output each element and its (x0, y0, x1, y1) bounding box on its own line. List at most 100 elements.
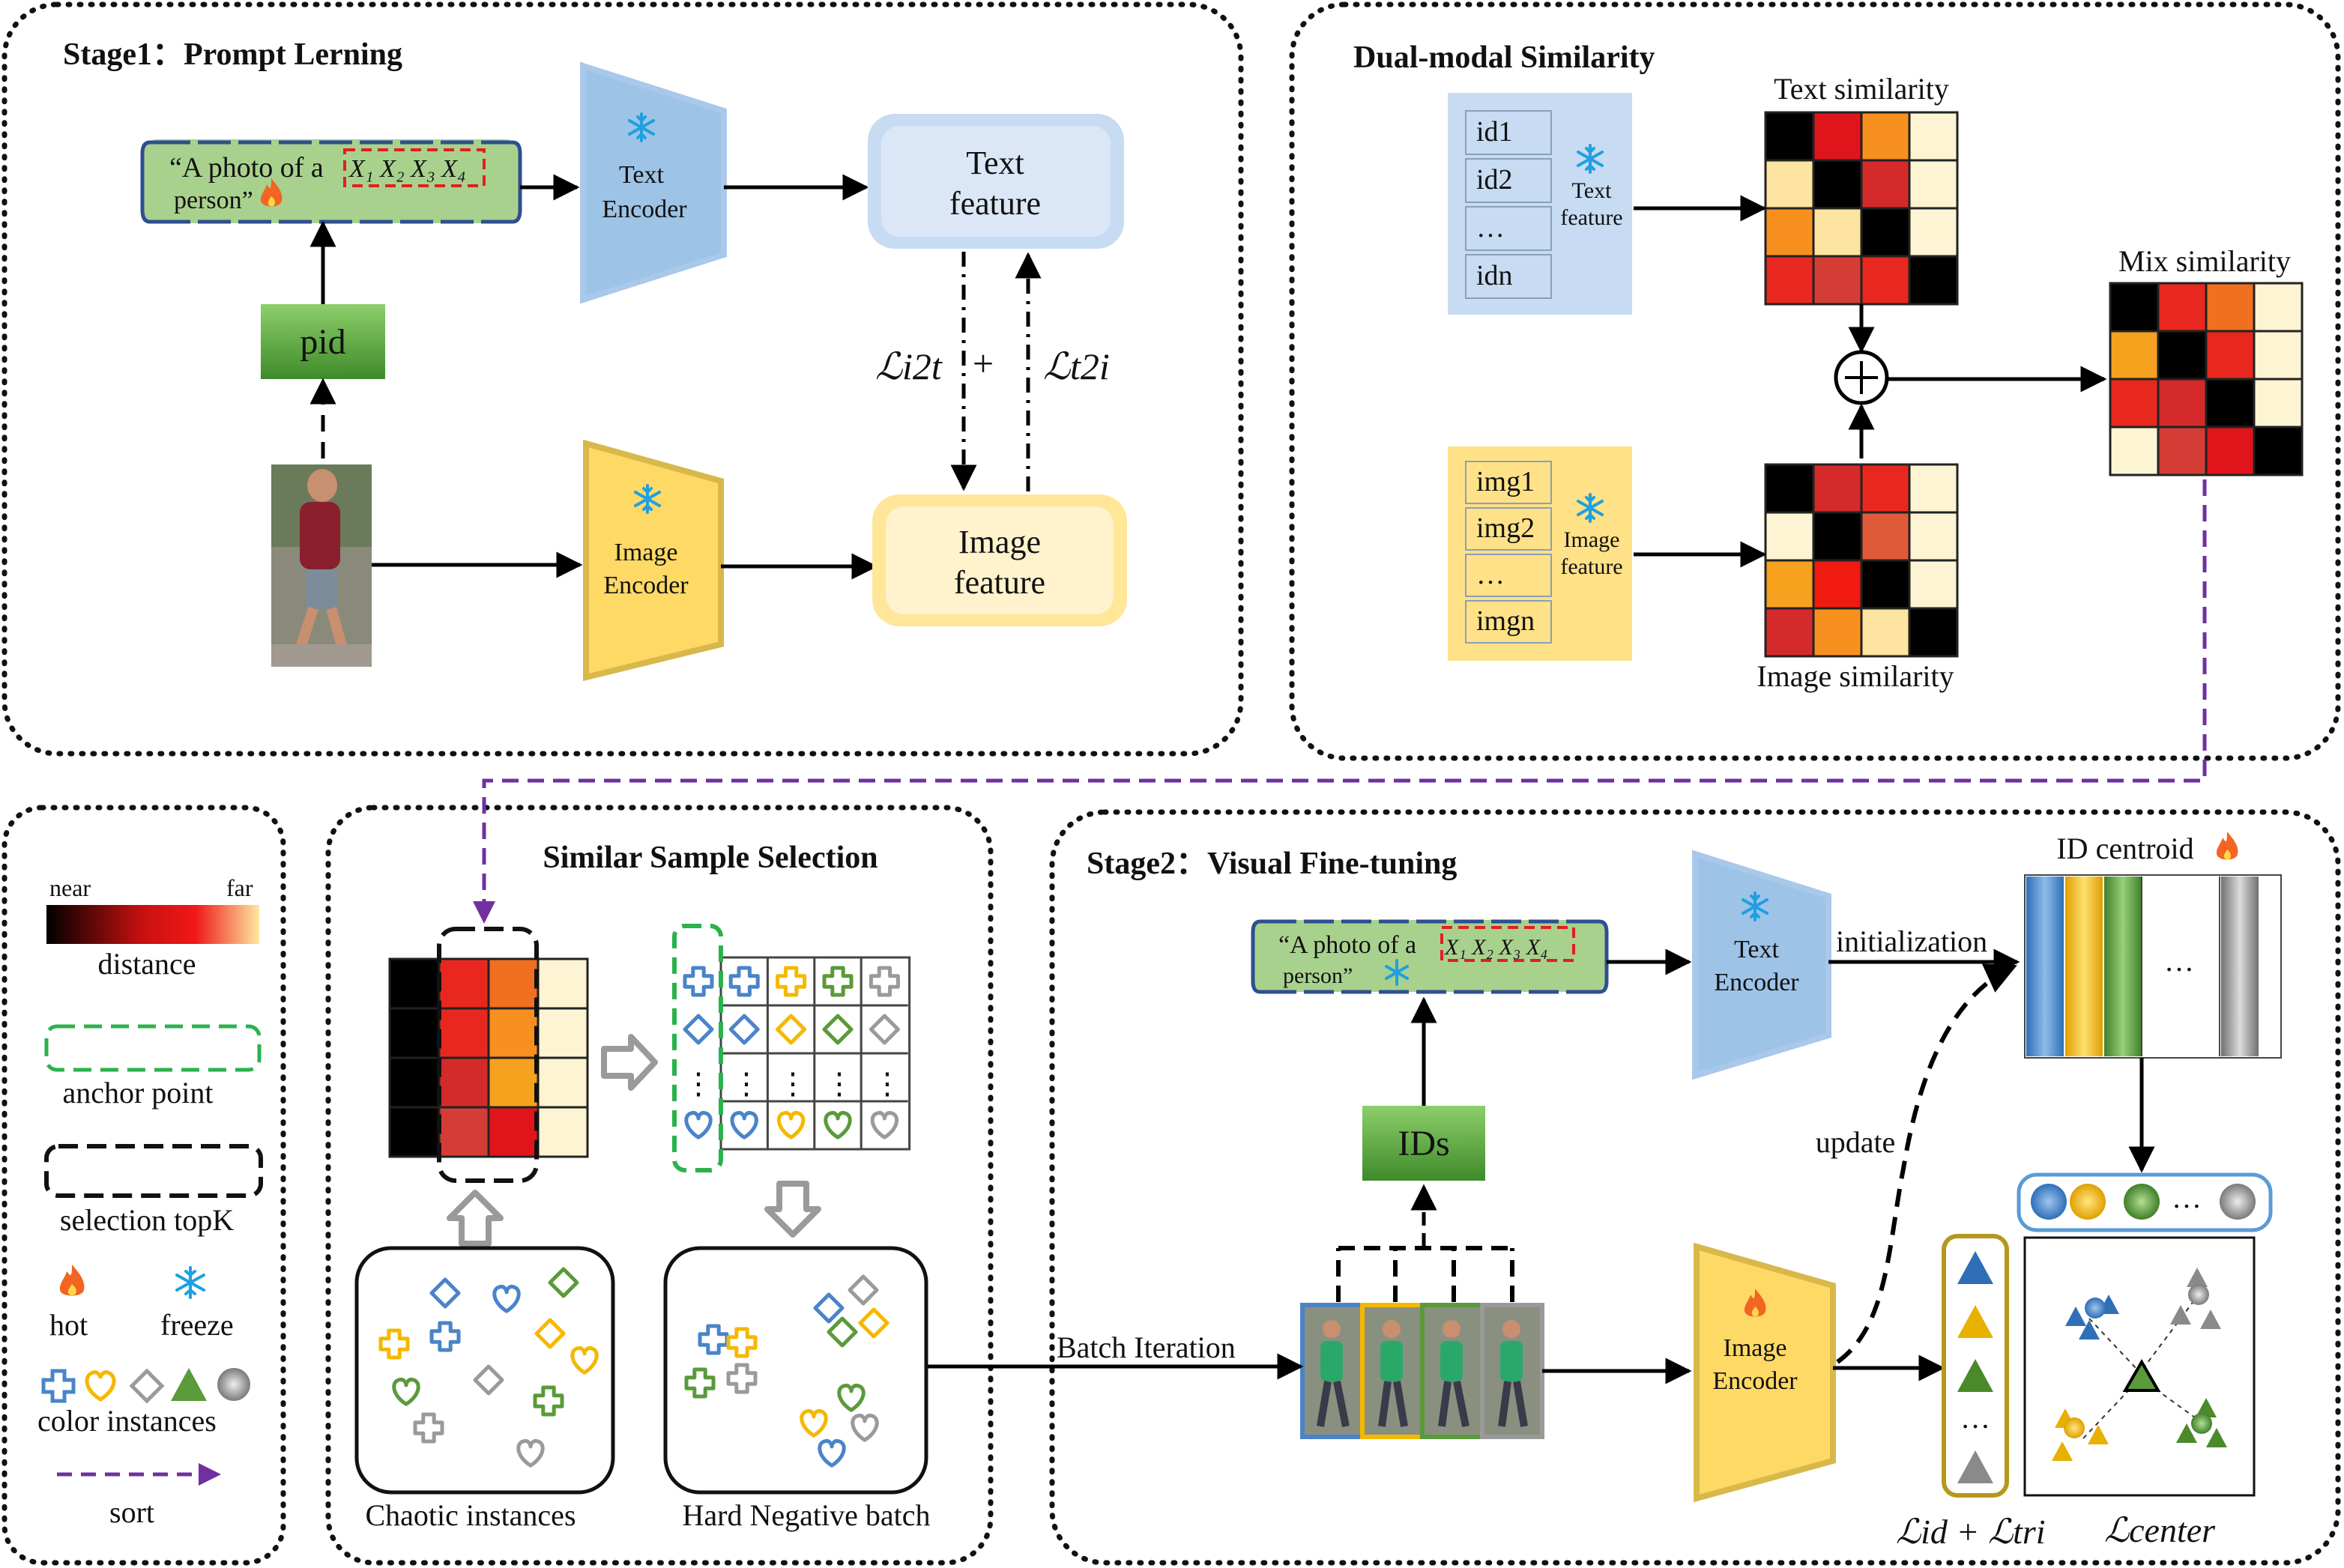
mix-similarity-cell (2253, 378, 2304, 429)
legend-near: near (49, 874, 91, 901)
stage2-title: Stage2：Visual Fine-tuning (1087, 847, 1457, 881)
legend-anchor-point: anchor point (62, 1076, 213, 1110)
img-cell (1465, 461, 1552, 504)
image-similarity-matrix (1764, 463, 1959, 658)
dual-image-feature-line1: Image (1564, 527, 1620, 552)
cross-shape (683, 966, 714, 997)
text-similarity-cell (1764, 111, 1815, 162)
cross-shape (728, 966, 760, 997)
heart-shape (837, 1383, 866, 1412)
image-similarity-cell (1764, 463, 1815, 514)
stage1-prompt-box (140, 139, 522, 224)
text-similarity-cell (1860, 159, 1911, 210)
mix-similarity-cell (2205, 282, 2256, 333)
plus-circle-icon (1834, 350, 1889, 405)
stage2-image-encoder (1694, 1242, 1836, 1503)
stage1-image-encoder-line1: Image (614, 539, 678, 566)
img-cell (1465, 554, 1552, 597)
image-similarity-cell (1860, 607, 1911, 658)
text-similarity-cell (1764, 255, 1815, 306)
triangle-ellipsis: … (1960, 1401, 1990, 1435)
legend-far: far (226, 874, 253, 901)
stage1-text-encoder-line2: Encoder (602, 196, 687, 223)
distance-gradient-bar (46, 905, 259, 944)
anchor-point-box (672, 924, 723, 1172)
image-similarity-cell (1812, 607, 1863, 658)
heart-shape (776, 1110, 806, 1139)
legend-hot: hot (49, 1308, 88, 1342)
diamond-shape (776, 1014, 807, 1045)
img-cell (1465, 600, 1552, 644)
person-image (271, 464, 372, 667)
dual-image-feature-line2: feature (1560, 554, 1622, 579)
heart-shape (870, 1110, 899, 1139)
snowflake-icon (1385, 959, 1409, 986)
stage1-text-feature-inner (881, 126, 1111, 237)
img-item: imgn (1476, 605, 1535, 637)
stage1-image-feature-line1: Image (958, 524, 1041, 560)
heart-shape (570, 1345, 599, 1375)
rank-similarity-cell (487, 957, 540, 1010)
stage2-text-encoder-line1: Text (1734, 936, 1779, 963)
stage2-image-encoder-line1: Image (1724, 1334, 1787, 1362)
stage1-prompt-text-1: “A photo of a (169, 152, 324, 184)
chaotic-instances-label: Chaotic instances (365, 1498, 576, 1532)
dual-modal-panel (1289, 1, 2341, 761)
shape-grid (683, 956, 911, 1151)
ball-blue (2031, 1184, 2067, 1220)
stage1-text-feature-line2: feature (949, 185, 1041, 222)
loss-t2i: ℒt2i (1043, 345, 1110, 387)
center-loss-scatter (2052, 1268, 2227, 1461)
loss-center: ℒcenter (2104, 1511, 2216, 1549)
text-similarity-cell (1908, 159, 1959, 210)
stage1-image-encoder-line2: Encoder (603, 572, 689, 599)
mix-similarity-cell (2109, 330, 2160, 381)
batch-bracket (1336, 1246, 1514, 1302)
cross-shape (726, 1327, 758, 1358)
ids-label: IDs (1398, 1124, 1449, 1163)
hard-negative-label: Hard Negative batch (683, 1498, 931, 1532)
mix-similarity-cell (2157, 282, 2208, 333)
stage1-image-encoder (583, 439, 724, 682)
text-id-panel (1448, 93, 1632, 315)
rank-similarity-cell (487, 1106, 540, 1158)
image-similarity-cell (1764, 559, 1815, 610)
shape-grid-vdots: ⋮ (731, 1067, 761, 1101)
cross-shape (533, 1385, 564, 1417)
stage1-text-encoder (580, 61, 727, 304)
mix-similarity-cell (2253, 330, 2304, 381)
mix-similarity-cell (2157, 426, 2208, 476)
cross-shape (413, 1412, 444, 1444)
snowflake-icon (1742, 892, 1768, 921)
img-item: img1 (1476, 466, 1535, 497)
id-item: id1 (1476, 116, 1513, 148)
text-similarity-cell (1764, 207, 1815, 258)
image-similarity-cell (1908, 463, 1959, 514)
stage2-prompt-box (1251, 919, 1609, 994)
loss-i2t: ℒi2t (875, 345, 943, 387)
stage1-prompt-tokens: X₁ X₂ X₃ X₄ (348, 155, 466, 183)
rank-similarity-cell (537, 1007, 589, 1059)
triangle-gray (1957, 1450, 1993, 1483)
mix-similarity-cell (2157, 378, 2208, 429)
legend-color-instances: color instances (37, 1404, 217, 1438)
rank-similarity-cell (438, 1007, 490, 1059)
ball-green (2124, 1184, 2160, 1220)
id-cell (1465, 158, 1552, 203)
snowflake-icon (1577, 144, 1604, 174)
image-similarity-cell (1812, 463, 1863, 514)
loss-plus: + (973, 342, 994, 384)
balls-ellipsis: … (2172, 1181, 2202, 1214)
id-item: idn (1476, 260, 1513, 291)
rank-similarity-cell (537, 1106, 589, 1158)
diamond-shape (869, 1014, 900, 1045)
diamond-shape (848, 1274, 879, 1306)
image-similarity-cell (1764, 607, 1815, 658)
stage1-text-encoder-line1: Text (619, 161, 664, 189)
right-hollow-arrow-icon (601, 1034, 658, 1091)
image-similarity-cell (1908, 511, 1959, 562)
stage2-prompt-text-1: “A photo of a (1278, 931, 1416, 959)
diamond-shape (827, 1316, 858, 1348)
id-item: id2 (1476, 164, 1513, 196)
